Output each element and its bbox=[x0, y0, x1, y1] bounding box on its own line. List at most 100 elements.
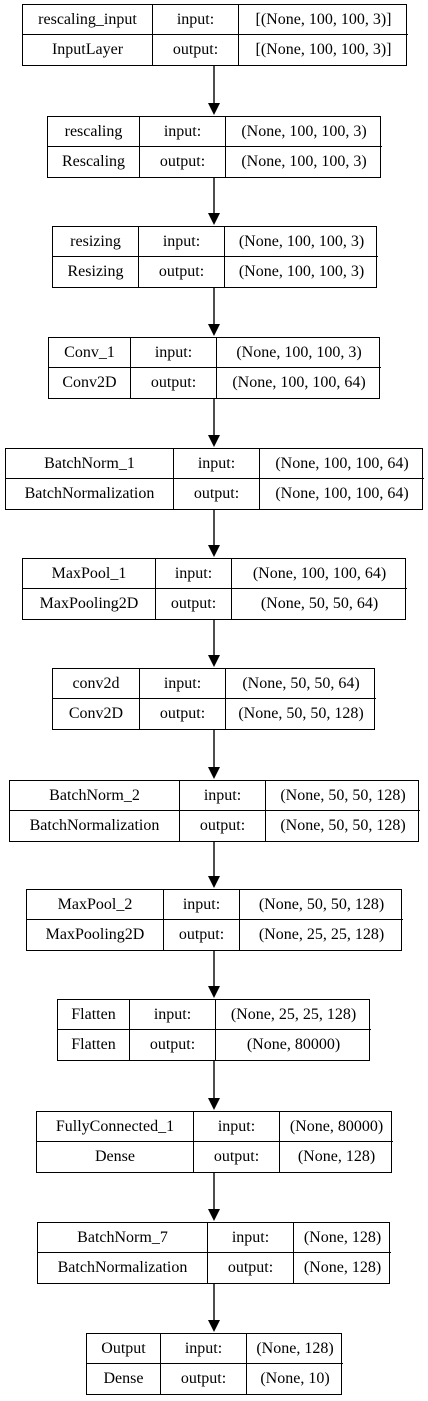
layer-name: BatchNorm_1 bbox=[6, 449, 174, 479]
output-label: output: bbox=[139, 257, 225, 287]
layer-type: MaxPooling2D bbox=[23, 589, 156, 619]
output-shape: (None, 80000) bbox=[246, 1036, 341, 1053]
arrow-head-icon bbox=[208, 1209, 220, 1221]
layer-type: BatchNormalization bbox=[6, 479, 174, 509]
output-shape: [(None, 100, 100, 3)] bbox=[255, 41, 392, 58]
output-shape: (None, 10) bbox=[260, 1370, 330, 1387]
arrow-head-icon bbox=[208, 876, 220, 888]
arrow-head-icon bbox=[208, 1320, 220, 1332]
output-label: output: bbox=[174, 479, 260, 509]
layer-type: Flatten bbox=[58, 1030, 130, 1060]
output-shape: (None, 50, 50, 128) bbox=[238, 705, 364, 722]
arrow-head-icon bbox=[208, 213, 220, 225]
output-shape: (None, 100, 100, 64) bbox=[275, 485, 409, 502]
layer-type: BatchNormalization bbox=[10, 811, 180, 841]
input-label: input: bbox=[140, 669, 226, 699]
output-label: output: bbox=[208, 1253, 294, 1283]
input-label: input: bbox=[130, 1000, 216, 1030]
input-shape: (None, 50, 50, 128) bbox=[240, 890, 403, 920]
input-shape: (None, 25, 25, 128) bbox=[216, 1000, 371, 1030]
input-label: input: bbox=[131, 338, 217, 368]
input-shape: (None, 100, 100, 3) bbox=[226, 117, 382, 147]
input-label: input: bbox=[174, 449, 260, 479]
input-label: input: bbox=[180, 781, 266, 811]
input-shape: (None, 100, 100, 64) bbox=[260, 449, 424, 479]
output-label: output: bbox=[194, 1142, 280, 1172]
arrow-head-icon bbox=[208, 986, 220, 998]
arrow-head-icon bbox=[208, 655, 220, 667]
output-label: output: bbox=[140, 699, 226, 729]
output-label: output: bbox=[161, 1364, 247, 1394]
layer-type: InputLayer bbox=[23, 35, 153, 65]
output-shape: (None, 100, 100, 3) bbox=[238, 263, 365, 280]
layer-name: BatchNorm_7 bbox=[38, 1223, 208, 1253]
layer-name: MaxPool_2 bbox=[27, 890, 164, 920]
input-shape: [(None, 100, 100, 3)] bbox=[239, 5, 408, 35]
output-label: output: bbox=[131, 368, 217, 398]
layer-type: BatchNormalization bbox=[38, 1253, 208, 1283]
layer-name: Flatten bbox=[58, 1000, 130, 1030]
arrow-head-icon bbox=[208, 324, 220, 336]
input-shape: (None, 128) bbox=[294, 1223, 391, 1253]
layer-type: Resizing bbox=[53, 257, 139, 287]
input-label: input: bbox=[164, 890, 240, 920]
arrow-head-icon bbox=[208, 103, 220, 115]
layer-name: Output bbox=[87, 1334, 161, 1364]
layer-type: Dense bbox=[37, 1142, 194, 1172]
input-shape: (None, 50, 50, 128) bbox=[266, 781, 420, 811]
output-shape: (None, 25, 25, 128) bbox=[258, 926, 385, 943]
layer-type: Conv2D bbox=[49, 368, 131, 398]
output-shape: (None, 50, 50, 128) bbox=[280, 817, 406, 834]
layer-type: MaxPooling2D bbox=[27, 920, 164, 950]
input-label: input: bbox=[208, 1223, 294, 1253]
arrow-head-icon bbox=[208, 1098, 220, 1110]
input-label: input: bbox=[156, 559, 232, 589]
layer-type: Dense bbox=[87, 1364, 161, 1394]
input-shape: (None, 128) bbox=[247, 1334, 343, 1364]
input-label: input: bbox=[153, 5, 239, 35]
output-label: output: bbox=[164, 920, 240, 950]
output-label: output: bbox=[130, 1030, 216, 1060]
output-shape: (None, 128) bbox=[303, 1259, 382, 1276]
layer-name: Conv_1 bbox=[49, 338, 131, 368]
input-label: input: bbox=[161, 1334, 247, 1364]
arrow-head-icon bbox=[208, 545, 220, 557]
input-shape: (None, 100, 100, 64) bbox=[232, 559, 407, 589]
input-label: input: bbox=[140, 117, 226, 147]
input-label: input: bbox=[139, 227, 225, 257]
layer-name: conv2d bbox=[53, 669, 140, 699]
output-shape: (None, 100, 100, 3) bbox=[241, 153, 367, 170]
input-shape: (None, 50, 50, 64) bbox=[226, 669, 376, 699]
layer-name: FullyConnected_1 bbox=[37, 1112, 194, 1142]
layer-name: resizing bbox=[53, 227, 139, 257]
layer-name: rescaling bbox=[48, 117, 140, 147]
input-label: input: bbox=[194, 1112, 280, 1142]
output-label: output: bbox=[180, 811, 266, 841]
arrow-head-icon bbox=[208, 767, 220, 779]
output-label: output: bbox=[140, 147, 226, 177]
layer-name: BatchNorm_2 bbox=[10, 781, 180, 811]
output-label: output: bbox=[156, 589, 232, 619]
layer-type: Conv2D bbox=[53, 699, 140, 729]
layer-name: MaxPool_1 bbox=[23, 559, 156, 589]
input-shape: (None, 100, 100, 3) bbox=[225, 227, 378, 257]
output-shape: (None, 128) bbox=[297, 1148, 376, 1165]
layer-name: rescaling_input bbox=[23, 5, 153, 35]
output-shape: (None, 100, 100, 64) bbox=[232, 374, 366, 391]
arrow-head-icon bbox=[208, 435, 220, 447]
input-shape: (None, 100, 100, 3) bbox=[217, 338, 381, 368]
output-label: output: bbox=[153, 35, 239, 65]
